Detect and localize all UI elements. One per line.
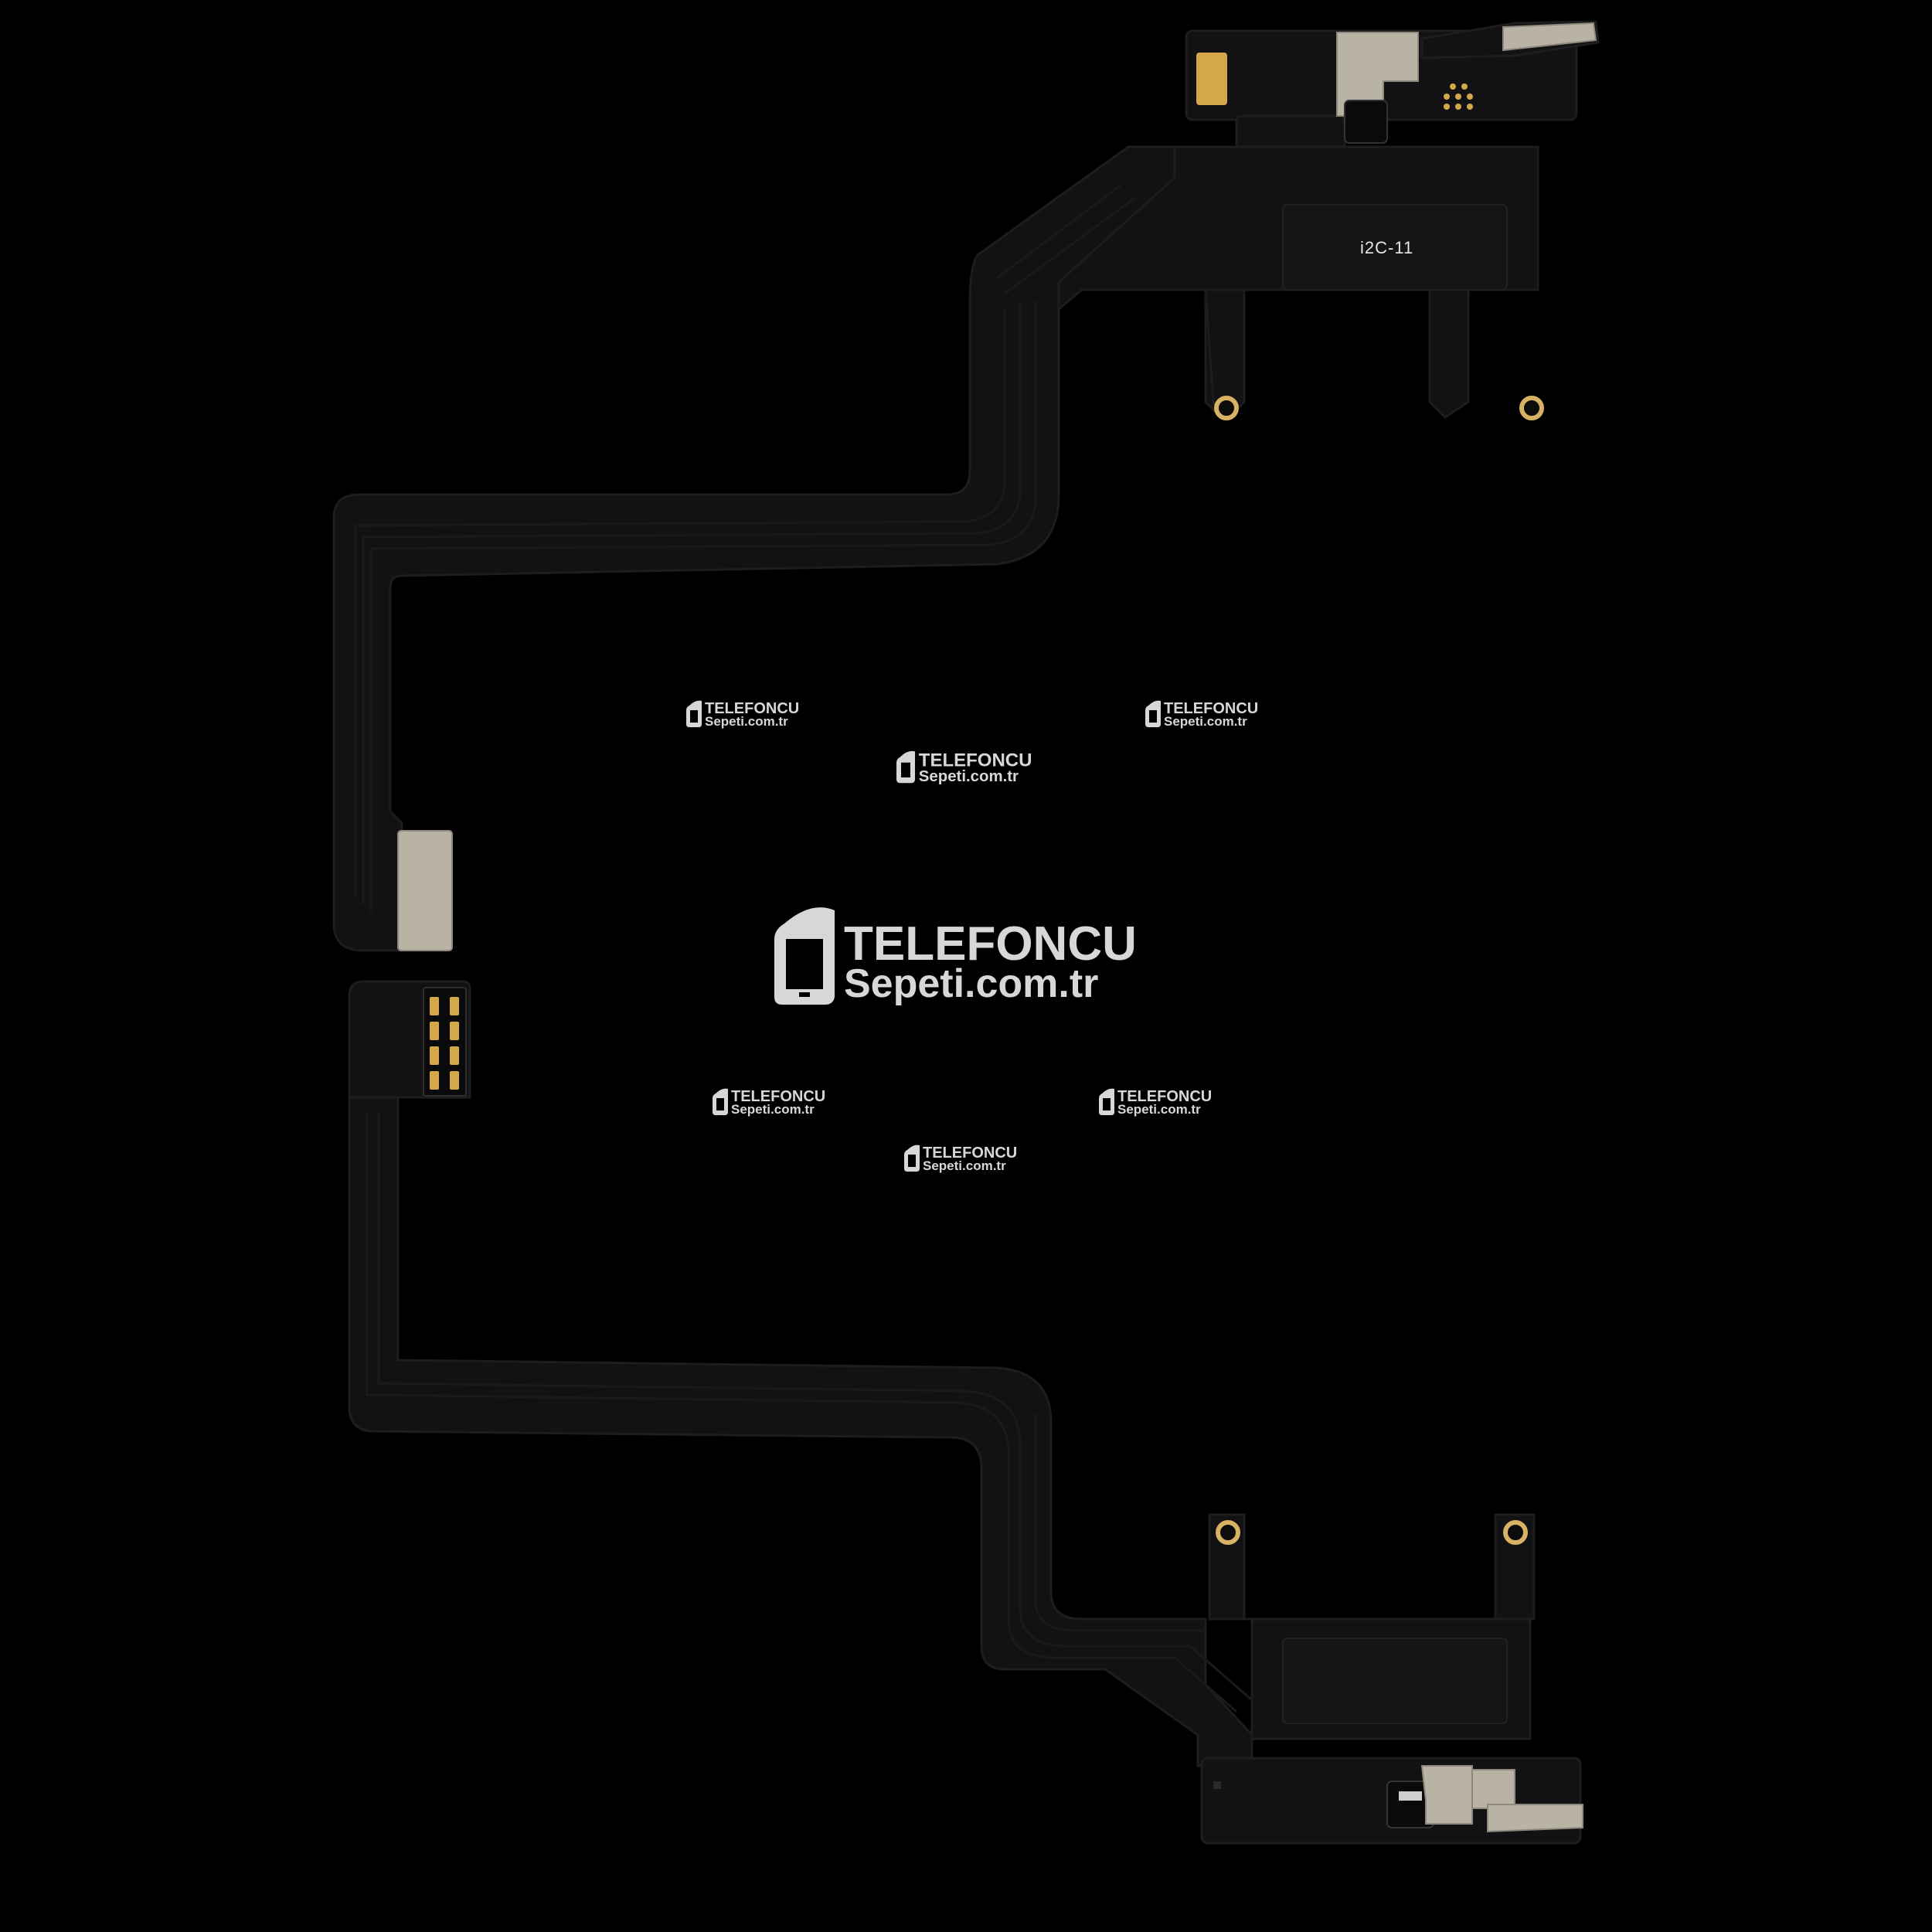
mounting-hole [1519,396,1544,420]
watermark-small: TELEFONCU Sepeti.com.tr [713,1088,825,1117]
watermark-brand-line-1: TELEFONCU [731,1088,825,1105]
watermark-brand-line-1: TELEFONCU [844,917,1137,971]
phone-leaf-logo-icon [1145,700,1161,727]
watermark-small: TELEFONCU Sepeti.com.tr [904,1145,1017,1173]
watermark-small: TELEFONCU Sepeti.com.tr [1145,700,1258,729]
watermark-brand-line-1: TELEFONCU [919,750,1032,771]
watermark-brand-line-2: Sepeti.com.tr [1117,1102,1201,1117]
phone-leaf-logo-icon [774,907,835,1005]
watermark-brand-line-1: TELEFONCU [1164,700,1258,717]
phone-leaf-logo-icon [896,750,915,784]
lower-flex-cable [348,980,1583,1845]
watermark-brand-line-2: Sepeti.com.tr [919,768,1019,785]
watermark-brand-line-2: Sepeti.com.tr [731,1102,815,1117]
phone-leaf-logo-icon [686,700,702,727]
watermark-small: TELEFONCU Sepeti.com.tr [1099,1088,1212,1117]
phone-leaf-logo-icon [904,1145,920,1172]
watermark-brand-line-2: Sepeti.com.tr [844,961,1098,1006]
phone-leaf-logo-icon [713,1088,728,1115]
upper-flex-cable: i2C-11 [332,20,1600,952]
mounting-hole [1503,1520,1528,1545]
watermark-brand-line-2: Sepeti.com.tr [705,714,788,729]
pcb-label: i2C-11 [1360,238,1413,257]
watermark-brand-line-1: TELEFONCU [705,700,799,717]
watermark-brand-line-1: TELEFONCU [1117,1088,1212,1105]
watermark-large: TELEFONCU Sepeti.com.tr [774,907,1137,1006]
watermark-small: TELEFONCU Sepeti.com.tr [686,700,799,729]
watermark-small: TELEFONCU Sepeti.com.tr [896,750,1032,785]
mounting-hole [1216,1520,1240,1545]
watermark-brand-line-1: TELEFONCU [923,1145,1017,1162]
mounting-hole [1214,396,1239,420]
watermark-brand-line-2: Sepeti.com.tr [923,1158,1006,1173]
watermark-brand-line-2: Sepeti.com.tr [1164,714,1247,729]
phone-leaf-logo-icon [1099,1088,1114,1115]
